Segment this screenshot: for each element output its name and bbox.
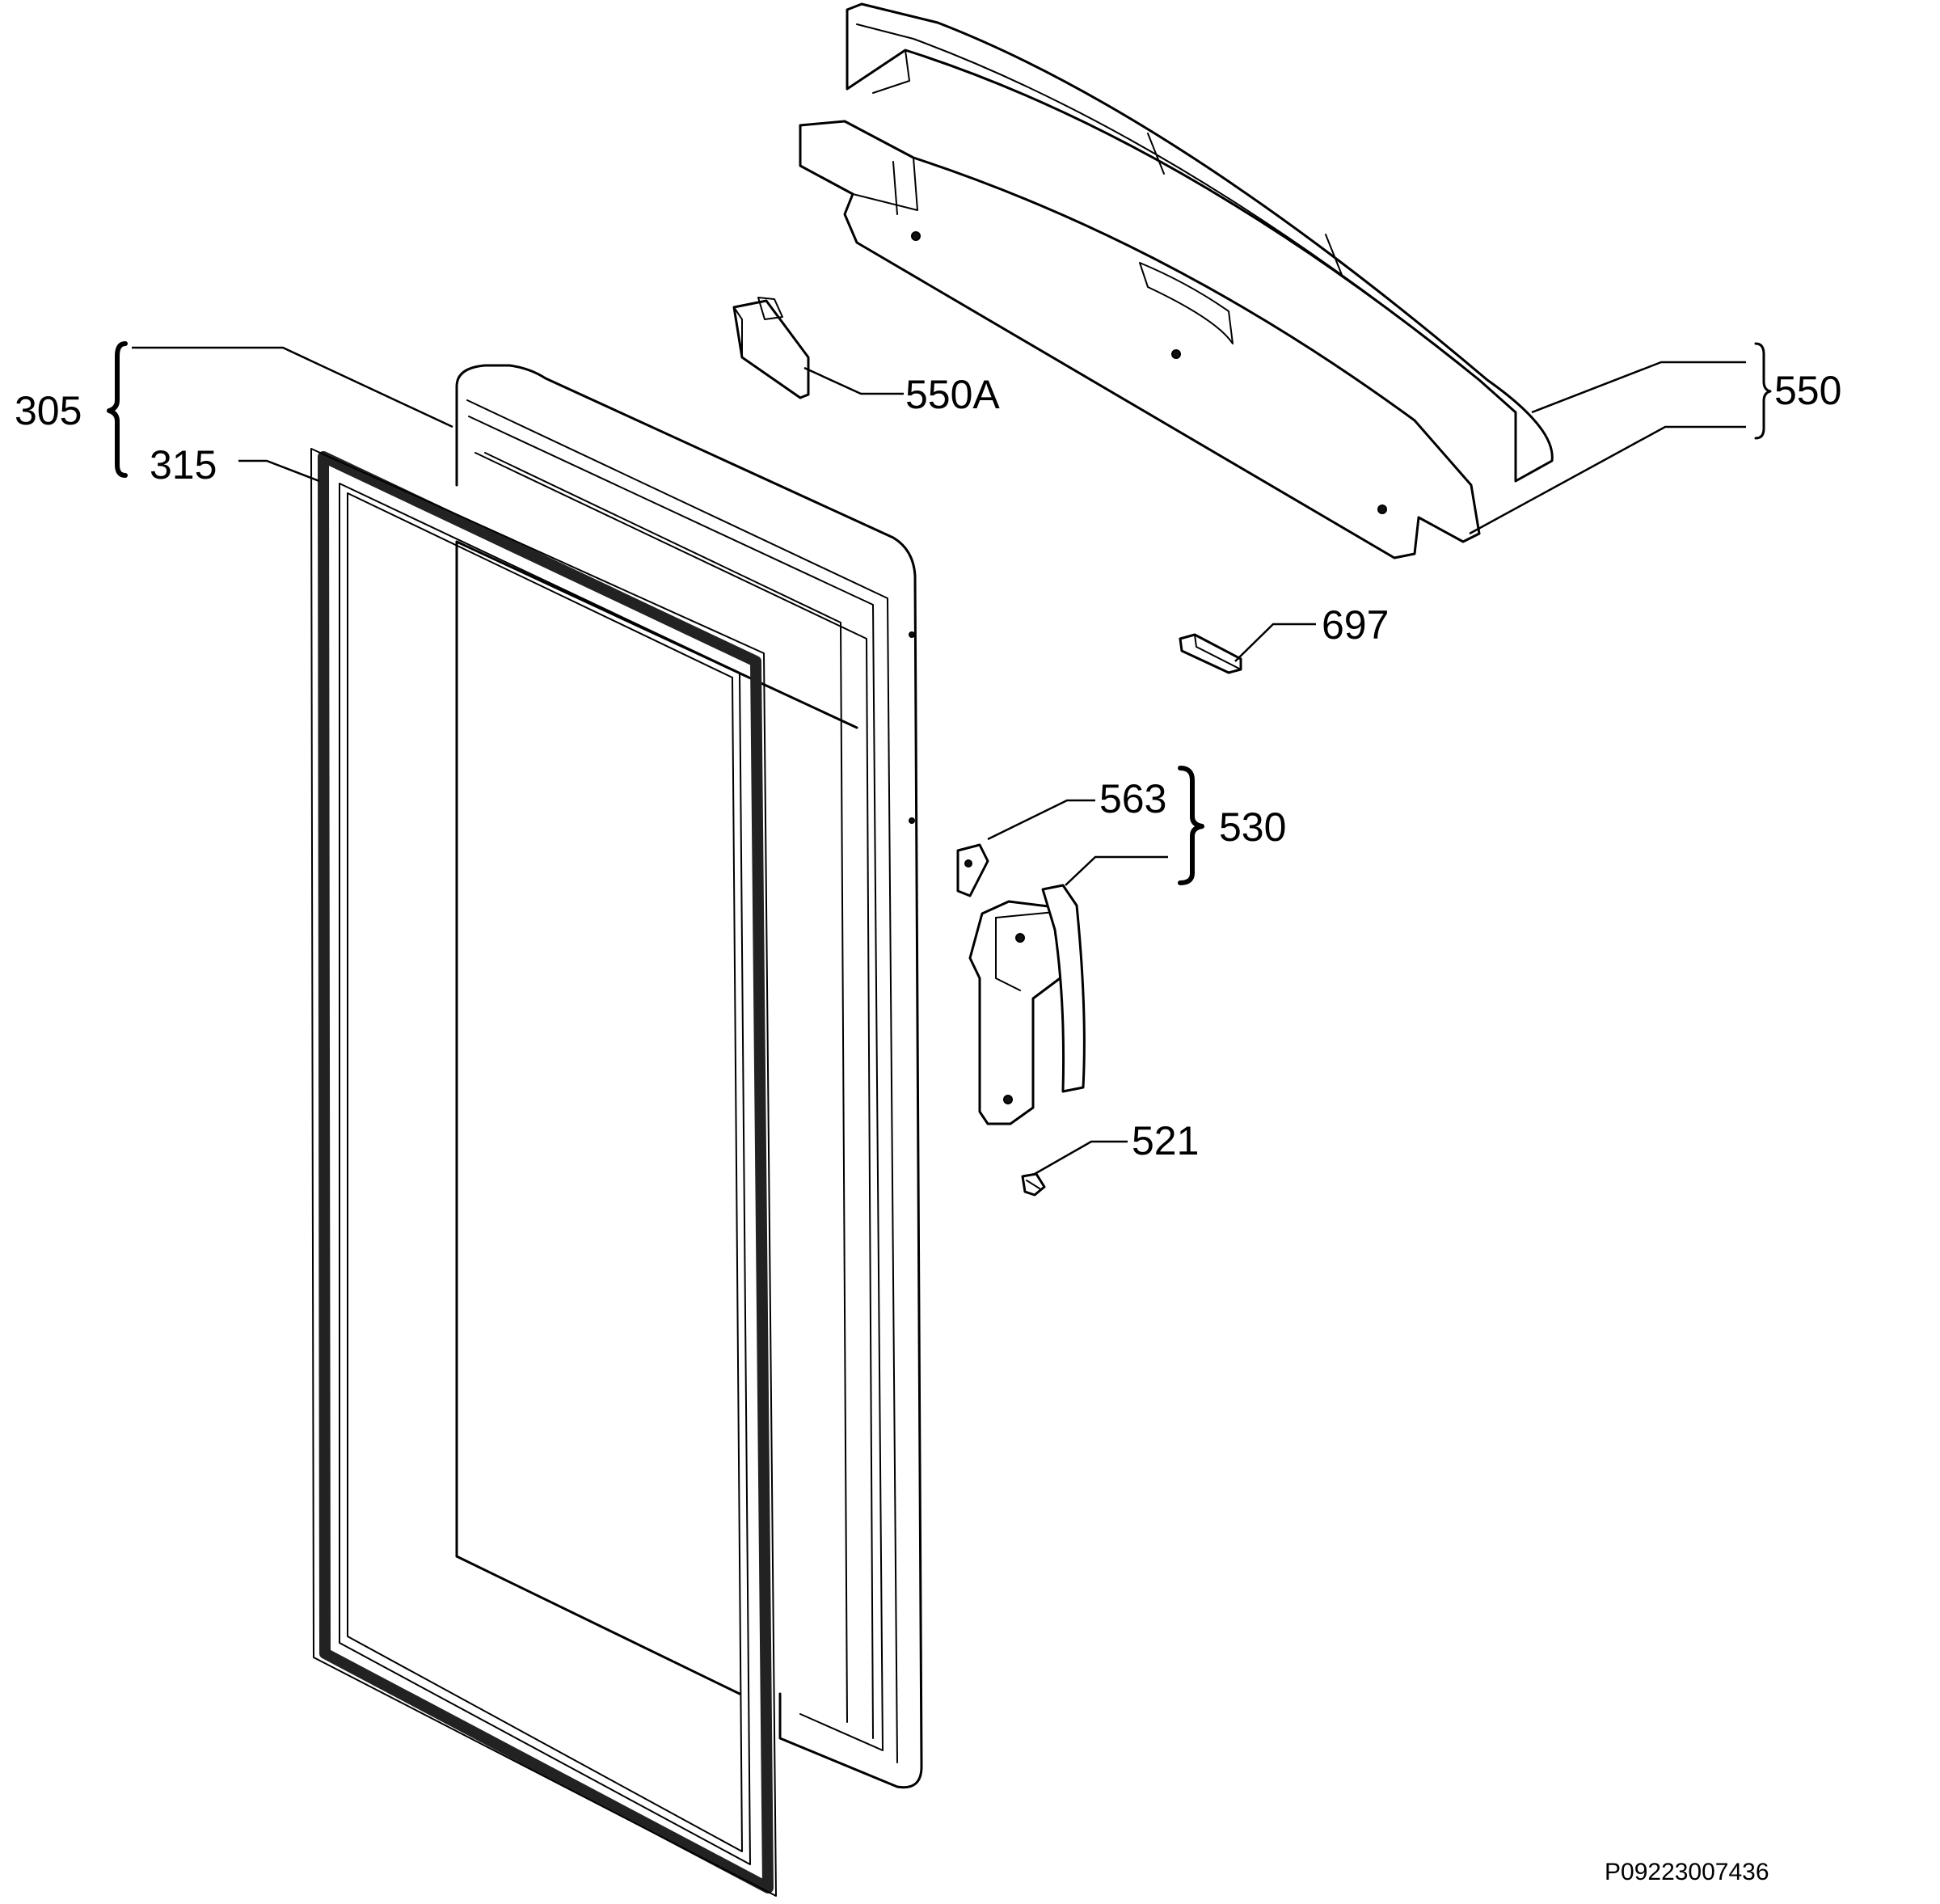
label-697: 697 <box>1322 602 1389 648</box>
label-305: 305 <box>15 388 82 433</box>
brace-550 <box>1754 342 1772 440</box>
brace-530 <box>1178 766 1204 885</box>
label-521: 521 <box>1132 1118 1199 1163</box>
brace-305 <box>107 341 128 478</box>
label-550: 550 <box>1774 368 1841 413</box>
handle <box>968 884 1086 1125</box>
label-530: 530 <box>1219 804 1286 850</box>
hinge-cover-insert <box>732 297 810 399</box>
label-563: 563 <box>1099 776 1166 821</box>
clip <box>1179 633 1242 674</box>
label-550a: 550A <box>905 372 1000 417</box>
hinge-cover-assembly <box>799 2 1554 559</box>
door-panel <box>455 364 923 1789</box>
reference-code: P09223007436 <box>1605 1859 1769 1885</box>
door-gasket <box>310 448 777 1897</box>
label-315: 315 <box>150 442 217 488</box>
screw <box>1021 1172 1046 1197</box>
leader-lines <box>132 346 1746 1176</box>
handle-cap <box>956 843 989 897</box>
